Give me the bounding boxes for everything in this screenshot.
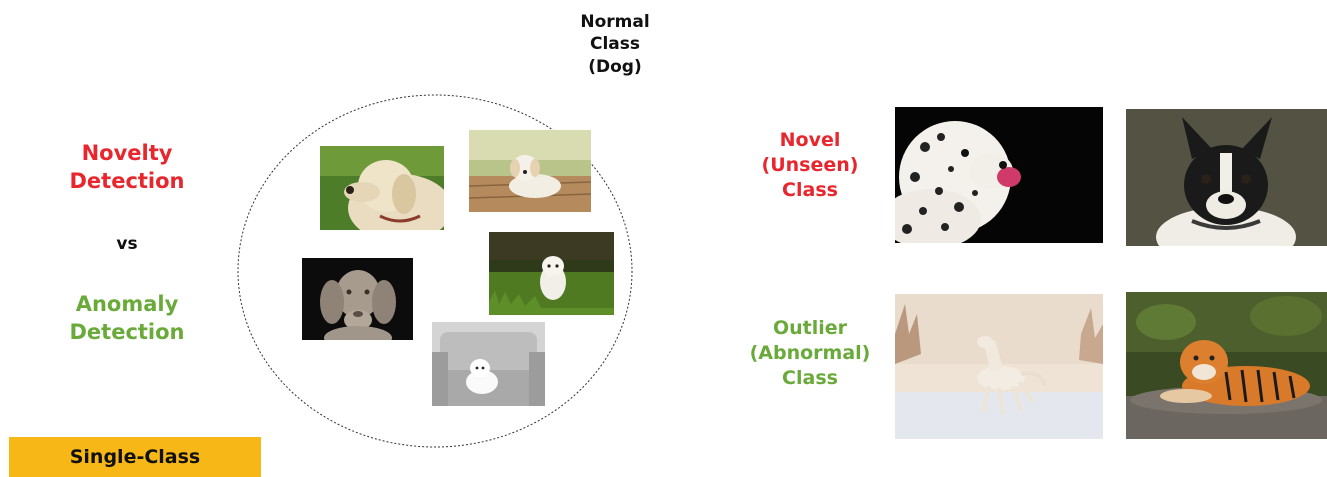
dalmatian-photo	[895, 107, 1103, 243]
unseen-word: (Unseen)	[761, 154, 859, 177]
tiger-photo	[1126, 292, 1327, 439]
class-word: Class	[782, 367, 838, 390]
boston-terrier-photo	[1126, 109, 1327, 246]
novel-word: Novel	[779, 129, 841, 151]
white-puppy-in-grass-photo	[489, 232, 614, 315]
vs-label: vs	[116, 234, 138, 254]
class-word: Class	[782, 179, 838, 202]
normal-word: Normal	[580, 12, 650, 32]
outlier-class-label: Outlier (Abnormal) Class	[740, 316, 880, 391]
class-word: Class	[589, 34, 640, 55]
white-horse-photo	[895, 294, 1103, 439]
normal-class-label: Normal Class (Dog)	[540, 11, 690, 78]
normal-class-boundary	[237, 94, 633, 448]
white-puppy-on-sofa-photo	[432, 322, 545, 406]
golden-retriever-photo	[320, 146, 444, 230]
white-puppy-on-deck-photo	[469, 130, 591, 212]
outlier-word: Outlier	[772, 317, 848, 339]
novelty-detection-label: Novelty Detection	[42, 140, 212, 195]
anomaly-word: Anomaly	[75, 292, 179, 316]
novelty-word: Novelty	[81, 141, 173, 165]
weimaraner-photo	[302, 258, 413, 340]
novel-class-label: Novel (Unseen) Class	[740, 128, 880, 203]
single-class-badge: Single-Class	[9, 437, 261, 477]
abnormal-word: (Abnormal)	[749, 342, 871, 365]
detection-word: Detection	[69, 168, 185, 193]
detection-word: Detection	[69, 319, 185, 344]
dog-word: (Dog)	[588, 56, 642, 77]
anomaly-detection-label: Anomaly Detection	[42, 291, 212, 346]
